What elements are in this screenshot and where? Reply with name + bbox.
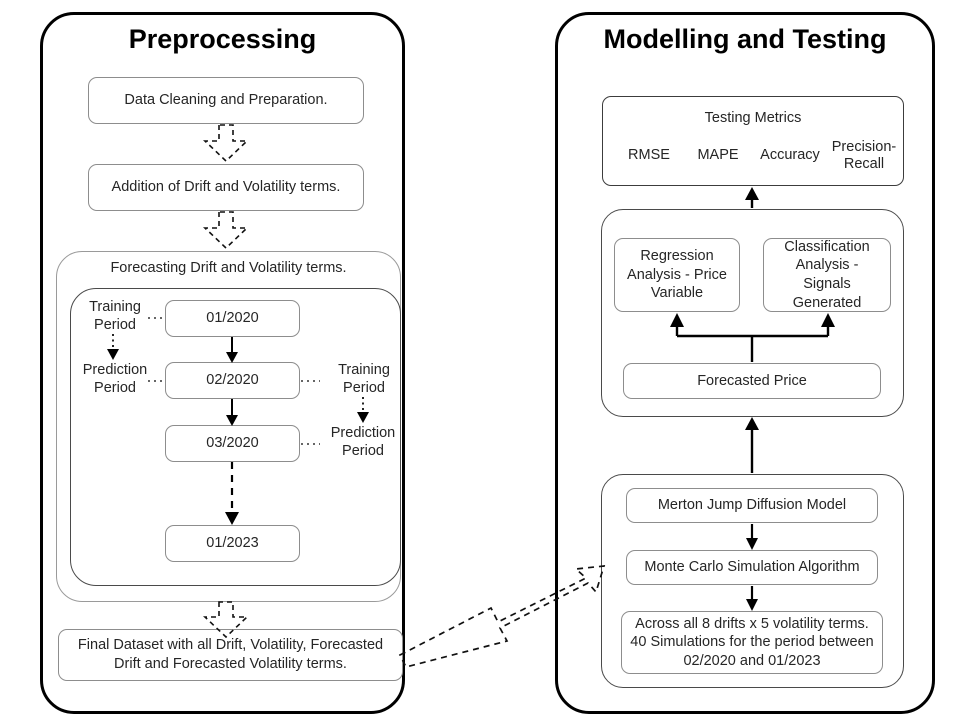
metric-accuracy: Accuracy	[760, 147, 820, 163]
node-date-01-2023: 01/2023	[165, 525, 300, 562]
group-forecasting-label: Forecasting Drift and Volatility terms.	[110, 260, 347, 276]
node-regression-analysis: Regression Analysis - Price Variable	[614, 238, 740, 312]
node-date-01-2020: 01/2020	[165, 300, 300, 337]
node-monte-carlo: Monte Carlo Simulation Algorithm	[626, 550, 878, 585]
node-simulation-scope: Across all 8 drifts x 5 volatility terms…	[621, 611, 883, 674]
node-forecasted-price: Forecasted Price	[623, 363, 881, 399]
metric-precision-recall: Precision- Recall	[831, 139, 897, 173]
metric-mape: MAPE	[697, 147, 739, 163]
metric-rmse: RMSE	[628, 147, 670, 163]
annotation-left-training: Training Period	[89, 299, 141, 333]
node-date-03-2020: 03/2020	[165, 425, 300, 462]
box-testing-metrics	[602, 96, 904, 186]
annotation-left-prediction: Prediction Period	[82, 362, 148, 396]
node-final-dataset: Final Dataset with all Drift, Volatility…	[58, 629, 403, 681]
node-merton-model: Merton Jump Diffusion Model	[626, 488, 878, 523]
annotation-right-training: Training Period	[338, 362, 390, 396]
group-analysis	[601, 209, 904, 417]
annotation-right-prediction: Prediction Period	[330, 425, 396, 459]
panel-modelling-testing-title: Modelling and Testing	[603, 24, 887, 54]
node-addition-drift-volatility: Addition of Drift and Volatility terms.	[88, 164, 364, 211]
node-classification-analysis: Classification Analysis - Signals Genera…	[763, 238, 891, 312]
panel-preprocessing-title: Preprocessing	[128, 24, 317, 54]
node-date-02-2020: 02/2020	[165, 362, 300, 399]
group-timeline	[70, 288, 401, 586]
testing-metrics-title: Testing Metrics	[704, 110, 802, 126]
node-data-cleaning: Data Cleaning and Preparation.	[88, 77, 364, 124]
